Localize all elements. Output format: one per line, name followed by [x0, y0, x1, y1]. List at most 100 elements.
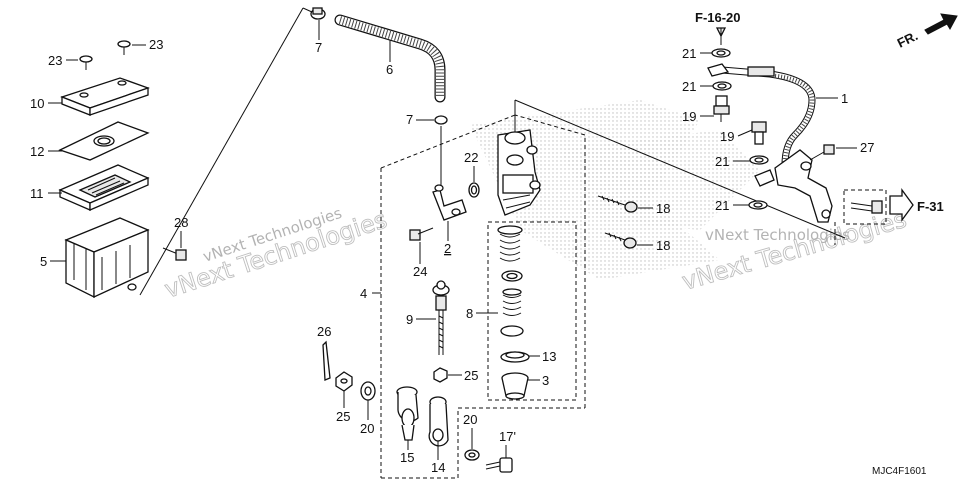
svg-text:9: 9	[406, 312, 413, 327]
clamp-7-top	[310, 7, 326, 20]
svg-text:FR.: FR.	[895, 28, 920, 51]
callout-23a: 23	[48, 53, 78, 68]
callout-6: 6	[386, 40, 393, 77]
svg-text:24: 24	[413, 264, 427, 279]
callout-2: 2	[444, 221, 451, 256]
callout-20b: 20	[463, 412, 477, 449]
ref-f16-20: F-16-20	[695, 10, 741, 45]
nut-25-left	[335, 371, 353, 392]
washer-21-c	[749, 155, 769, 165]
screw-23-right	[117, 40, 131, 55]
svg-text:21: 21	[682, 46, 696, 61]
clevis-14	[428, 396, 449, 447]
svg-text:20: 20	[360, 421, 374, 436]
callout-10: 10	[30, 96, 62, 111]
svg-text:11: 11	[30, 186, 44, 201]
svg-text:6: 6	[386, 62, 393, 77]
clamp-7-lower	[434, 115, 448, 125]
callout-21a: 21	[682, 46, 712, 61]
callout-18b: 18	[637, 238, 670, 253]
bracket	[754, 149, 833, 223]
svg-text:10: 10	[30, 96, 44, 111]
svg-text:15: 15	[400, 450, 414, 465]
svg-text:25: 25	[464, 368, 478, 383]
bolt-24	[409, 227, 434, 241]
callout-28: 28	[174, 215, 188, 248]
callout-15: 15	[400, 440, 414, 465]
callout-19b: 19	[720, 129, 753, 144]
svg-text:7: 7	[315, 40, 322, 55]
master-cylinder-body	[497, 129, 541, 216]
brake-hose-1	[707, 63, 816, 169]
callout-8: 8	[466, 306, 498, 321]
ref-arrow-f31: F-31	[889, 188, 944, 222]
bolt-27	[809, 144, 835, 161]
svg-text:23: 23	[48, 53, 62, 68]
svg-text:21: 21	[682, 79, 696, 94]
callout-26: 26	[317, 324, 331, 339]
svg-text:27: 27	[860, 140, 874, 155]
bolt-19-b	[751, 121, 767, 145]
callout-19a: 19	[682, 109, 714, 124]
callout-3: 3	[528, 373, 549, 388]
callout-17: 17'	[499, 429, 516, 458]
o-ring-22	[468, 182, 480, 198]
piston-set-8	[497, 225, 524, 337]
callout-27: 27	[836, 140, 874, 155]
washer-21-b	[712, 81, 732, 91]
push-rod-9	[432, 280, 450, 355]
bolt-28	[162, 247, 187, 261]
svg-text:5: 5	[40, 254, 47, 269]
washer-20-left	[360, 381, 376, 401]
callout-12: 12	[30, 144, 62, 159]
svg-text:vNext Technologies: vNext Technologies	[679, 205, 910, 296]
callout-9: 9	[406, 312, 436, 327]
svg-text:21: 21	[715, 154, 729, 169]
callout-21b: 21	[682, 79, 713, 94]
clevis-15	[396, 386, 419, 441]
screw-23-left	[79, 55, 93, 70]
svg-text:19: 19	[682, 109, 696, 124]
svg-text:25: 25	[336, 409, 350, 424]
svg-text:4: 4	[360, 286, 367, 301]
svg-text:18: 18	[656, 201, 670, 216]
svg-text:17': 17'	[499, 429, 516, 444]
boot-3	[501, 372, 529, 400]
callout-25b: 25	[448, 368, 478, 383]
svg-text:22: 22	[464, 150, 478, 165]
washer-21-d	[748, 200, 768, 210]
bolt-18-upper	[597, 195, 638, 213]
nut-25-mid	[433, 367, 448, 383]
svg-text:7: 7	[406, 112, 413, 127]
bolt-f31	[843, 189, 887, 225]
svg-text:2: 2	[444, 241, 451, 256]
washer-21-a	[711, 48, 731, 58]
svg-text:F-31: F-31	[917, 199, 944, 214]
callout-22: 22	[464, 150, 478, 182]
callout-7b: 7	[406, 112, 434, 127]
washer-20-lower	[464, 449, 480, 461]
hose-joint-2	[432, 126, 467, 221]
callout-11: 11	[30, 186, 62, 201]
callout-18a: 18	[638, 201, 670, 216]
diaphragm-11	[58, 164, 150, 211]
svg-text:14: 14	[431, 460, 445, 475]
leader-lines	[139, 7, 846, 479]
direction-arrow: FR.	[895, 13, 958, 51]
callout-20a: 20	[360, 400, 374, 436]
svg-text:18: 18	[656, 238, 670, 253]
callout-21d: 21	[715, 198, 749, 213]
bolt-19-a	[713, 95, 730, 122]
svg-text:1: 1	[841, 91, 848, 106]
reservoir-body-5	[64, 217, 150, 299]
reservoir-cover-10	[60, 77, 150, 116]
bolt-17	[485, 457, 513, 473]
svg-text:20: 20	[463, 412, 477, 427]
svg-text:8: 8	[466, 306, 473, 321]
callout-14: 14	[431, 441, 445, 475]
callout-24: 24	[413, 242, 427, 279]
callout-23b: 23	[132, 37, 163, 52]
svg-text:19: 19	[720, 129, 734, 144]
svg-text:F-16-20: F-16-20	[695, 10, 741, 25]
